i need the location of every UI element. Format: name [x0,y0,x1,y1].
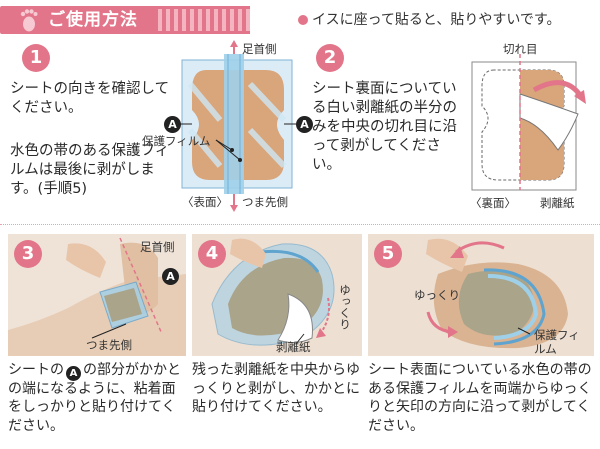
step-3-number: 3 [14,240,42,268]
step-3-label-top: 足首側 [140,240,175,254]
step-1-diagram [180,40,296,212]
step-3-label-bottom: つま先側 [86,338,132,352]
section-separator [0,224,600,228]
step-5-number: 5 [374,240,402,268]
step-4-label-paper: 剥離紙 [276,340,311,354]
step-4-number: 4 [198,240,226,268]
step-1-number: 1 [22,44,50,72]
page-title: ご使用方法 [48,10,138,30]
step-3-text-pre: シートの [8,362,64,378]
step-2-diagram [471,54,586,191]
step-2-number: 2 [316,44,344,72]
step-4-label-slow: ゆっくり [338,284,352,330]
step-5-illustration [368,234,594,356]
step-3-text-post: の部分がかかとの端になるように、粘着面をしっかりと貼り付けてください。 [8,362,181,434]
footprint-icon [20,9,38,32]
step-5-text: シート表面についている水色の帯のある保護フィルムを両端からゆっくりと矢印の方向に… [368,362,592,434]
step-2-label-cut: 切れ目 [503,42,538,56]
step-2-label-back: 〈裏面〉 [470,196,516,210]
step-1-marker-left: A [164,116,181,133]
step-2-text: シート裏面についている白い剥離紙の半分のみを中央の切れ目に沿って剥がしてください… [312,81,457,173]
step-1-text-b: 水色の帯のある保護フィルムは最後に剥がします。(手順5) [10,143,170,197]
step-3-inline-marker: A [66,366,81,381]
step-1-label-bottom: つま先側 [242,195,288,209]
step-1-label-film: 保護フィルム [142,134,211,148]
step-5-label-film: 保護フィルム [534,328,580,356]
step-1-text-a: シートの向きを確認してください。 [10,81,170,116]
step-4-illustration [192,234,362,356]
step-1-marker-right: A [296,116,313,133]
step-1-label-top: 足首側 [242,42,277,56]
header-stripes [158,9,250,31]
tip-bullet [298,15,308,25]
step-1-label-front: 〈表面〉 [182,195,228,209]
step-5-label-slow: ゆっくり [414,288,460,302]
step-3-illustration [8,237,186,356]
step-3-marker: A [162,268,179,285]
step-4-text: 残った剥離紙を中央からゆっくりと剥がし、かかとに貼り付けてください。 [192,362,360,415]
step-2-label-paper: 剥離紙 [540,196,575,210]
tip-text: イスに座って貼ると、貼りやすいです。 [312,12,561,28]
